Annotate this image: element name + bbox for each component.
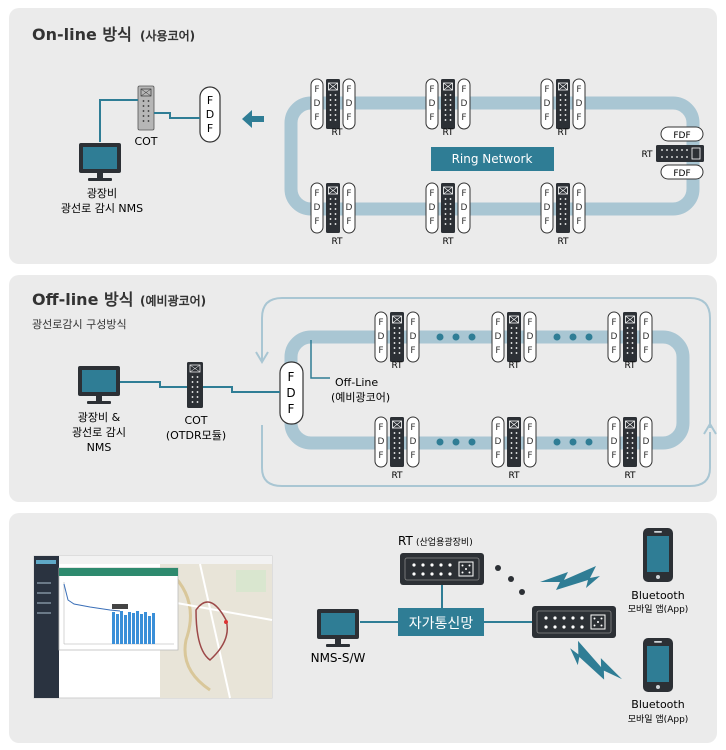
nms-label: 광선로 감시 — [72, 426, 126, 439]
panel-mobile: RT (산업용광장비) 자가통신망 NMS-S/W Bluetooth 모바일 … — [9, 513, 717, 743]
ring-network-badge — [431, 147, 554, 171]
rt-unit — [607, 311, 653, 363]
fdf-pill: F D F — [199, 86, 221, 143]
rt-label: RT — [508, 361, 520, 371]
fdf-letter: D — [206, 108, 214, 121]
fdf-label: FDF — [673, 169, 690, 179]
rt-label: RT — [557, 128, 569, 138]
rt-sublabel: (산업용광장비) — [416, 536, 473, 548]
rt-label: RT — [331, 237, 343, 247]
ring-network-label: Ring Network — [452, 152, 533, 166]
fdf-letter: F — [207, 94, 213, 107]
rt-unit — [607, 416, 653, 468]
ellipsis-dots — [436, 333, 593, 341]
rt-label: RT — [442, 237, 454, 247]
rt-unit — [374, 416, 420, 468]
cable-nms-cot — [120, 381, 187, 388]
offline-label: Off-Line — [335, 376, 378, 389]
nms-label: NMS-S/W — [311, 651, 366, 665]
cable-cot-fdf — [203, 386, 280, 393]
nms-software-screenshot — [33, 555, 273, 699]
network-badge — [398, 608, 484, 636]
offline-caption: 광선로감시 구성방식 — [32, 318, 127, 331]
rt-label: RT — [391, 361, 403, 371]
arrow-left-icon — [242, 110, 264, 128]
fdf-letter: F — [288, 370, 295, 384]
rt-unit — [540, 78, 586, 130]
bluetooth-sublabel: 모바일 앱(App) — [628, 603, 689, 615]
fdf-letter: F — [288, 402, 295, 416]
rt-device — [399, 552, 485, 586]
rt-unit — [491, 311, 537, 363]
rt-unit — [425, 78, 471, 130]
nms-label: 광장비 — [87, 187, 117, 200]
phone-icon — [643, 528, 673, 582]
rt-label: RT — [391, 471, 403, 481]
fdf-letter: F — [207, 122, 213, 135]
outer-loop-path — [261, 425, 711, 487]
fdf-label: FDF — [673, 131, 690, 141]
offline-label: (예비광코어) — [331, 391, 390, 404]
cot-device — [137, 85, 155, 131]
outer-loop-path — [261, 297, 711, 428]
rt-unit — [425, 182, 471, 234]
cot-label: COT — [184, 414, 207, 427]
rt-label: RT — [508, 471, 520, 481]
rt-unit — [310, 78, 356, 130]
online-title: On-line 방식 — [32, 25, 132, 44]
panel-offline: Off-line 방식 (예비광코어) 광선로감시 구성방식 F D F RT … — [9, 275, 717, 502]
rt-label: RT — [442, 128, 454, 138]
online-subtitle: (사용코어) — [140, 28, 195, 43]
nms-label: 광선로 감시 NMS — [61, 202, 143, 215]
rt-label: RT — [624, 361, 636, 371]
bluetooth-sublabel: 모바일 앱(App) — [628, 713, 689, 725]
rt-label: RT — [557, 237, 569, 247]
fdf-letter: D — [286, 386, 295, 400]
cable-nms-cot — [99, 99, 138, 142]
ellipsis-dots — [495, 565, 525, 595]
cot-device — [187, 362, 203, 408]
nms-label: 광장비 & — [78, 411, 121, 424]
arrow-up-icon — [703, 422, 717, 435]
network-label: 자가통신망 — [409, 616, 474, 632]
cable-cot-fdf — [154, 112, 200, 119]
bluetooth-label: Bluetooth — [631, 698, 684, 711]
offline-connector — [310, 340, 330, 379]
rt-unit-right: FDF FDF — [656, 126, 704, 180]
rt-unit — [374, 311, 420, 363]
cot-label: (OTDR모듈) — [166, 429, 226, 442]
rt-unit — [310, 182, 356, 234]
nms-label: NMS — [87, 441, 112, 454]
rt-label: RT — [624, 471, 636, 481]
rt-label: RT — [331, 128, 343, 138]
arrow-down-icon — [255, 351, 269, 364]
fdf-pill: F D F — [279, 361, 304, 425]
rt-label: RT — [641, 150, 653, 160]
offline-title: Off-line 방식 — [32, 290, 133, 309]
rt-unit — [491, 416, 537, 468]
rt-device — [531, 605, 617, 639]
panel-online: On-line 방식 (사용코어) RT RT RT RT RT RT Ring… — [9, 8, 717, 264]
ellipsis-dots — [436, 438, 593, 446]
rt-unit — [540, 182, 586, 234]
offline-subtitle: (예비광코어) — [140, 293, 206, 308]
cot-label: COT — [134, 135, 157, 148]
rt-label: RT — [398, 534, 413, 548]
bluetooth-label: Bluetooth — [631, 589, 684, 602]
phone-icon — [643, 638, 673, 692]
